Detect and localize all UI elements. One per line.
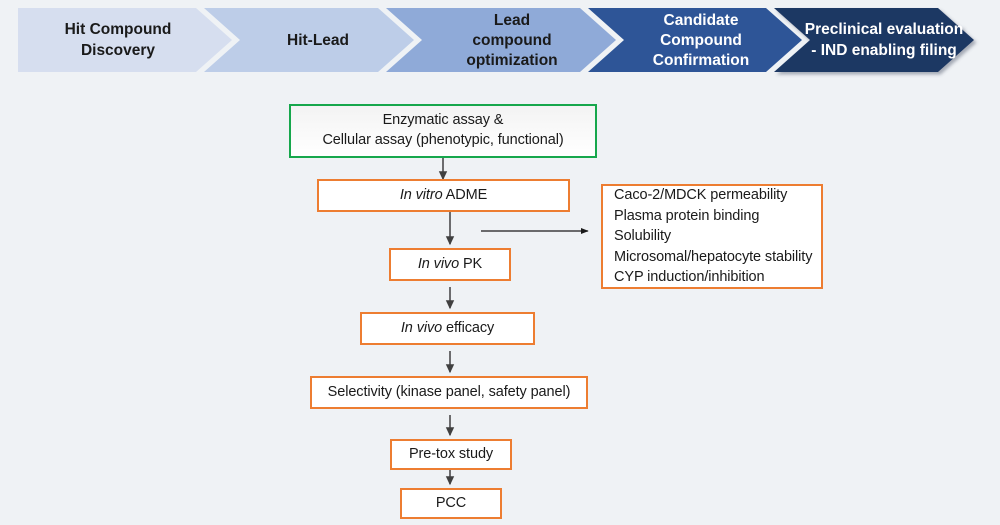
stage-label-line: Lead xyxy=(494,12,530,29)
node-in-vivo-pk-italic: In vivo xyxy=(417,255,460,272)
node-in-vitro-adme-rest: ADME xyxy=(442,186,488,203)
adme-assay-item: Solubility xyxy=(614,228,672,245)
stage-chevron-hit-compound-discovery[interactable]: Hit Compound Discovery xyxy=(18,8,232,72)
node-in-vivo-pk-rest: PK xyxy=(459,255,483,272)
node-in-vivo-efficacy-italic: In vivo xyxy=(400,319,443,336)
stage-chevron-preclinical-evaluation[interactable]: Preclinical evaluation - IND enabling fi… xyxy=(774,8,974,72)
node-pcc[interactable]: PCC xyxy=(400,488,502,519)
node-selectivity[interactable]: Selectivity (kinase panel, safety panel) xyxy=(310,376,588,409)
node-in-vitro-adme-italic: In vitro xyxy=(399,186,443,203)
node-assay-line1: Enzymatic assay & xyxy=(382,112,504,129)
stage-chevron-lead-compound-optimization[interactable]: Lead compound optimization xyxy=(386,8,616,72)
adme-assay-item: Microsomal/hepatocyte stability xyxy=(614,248,813,265)
node-in-vivo-pk[interactable]: In vivo PK xyxy=(389,248,511,281)
node-pre-tox-study[interactable]: Pre-tox study xyxy=(390,439,512,470)
node-pre-tox-study-label: Pre-tox study xyxy=(408,445,494,462)
workflow-flowchart: Enzymatic assay & Cellular assay (phenot… xyxy=(0,86,1000,525)
stage-label-line: Compound xyxy=(660,32,742,49)
node-in-vivo-efficacy[interactable]: In vivo efficacy xyxy=(360,312,535,345)
stage-label-line: - IND enabling filing xyxy=(811,42,957,59)
node-assay-line2: Cellular assay (phenotypic, functional) xyxy=(322,132,564,148)
node-assay[interactable]: Enzymatic assay & Cellular assay (phenot… xyxy=(289,104,597,158)
stage-label-line: compound xyxy=(472,32,551,49)
node-pcc-label: PCC xyxy=(435,494,467,511)
node-in-vitro-adme[interactable]: In vitro ADME xyxy=(317,179,570,212)
stage-banner: Hit Compound Discovery Hit-Lead Lead com… xyxy=(0,0,1000,86)
stage-label-line: optimization xyxy=(466,52,557,69)
stage-label-line: Candidate xyxy=(664,12,739,29)
adme-assay-item: Caco-2/MDCK permeability xyxy=(614,187,788,204)
adme-assay-item: CYP induction/inhibition xyxy=(614,269,765,286)
node-in-vivo-efficacy-rest: efficacy xyxy=(442,319,495,336)
stage-chevron-candidate-compound-confirmation[interactable]: Candidate Compound Confirmation xyxy=(588,8,802,72)
stage-label-line: Preclinical evaluation xyxy=(805,21,964,38)
stage-label-line: Hit-Lead xyxy=(287,32,349,49)
stage-label-line: Hit Compound xyxy=(65,21,172,38)
stage-label-line: Confirmation xyxy=(653,52,749,69)
adme-assay-item: Plasma protein binding xyxy=(614,207,760,224)
stage-label-line: Discovery xyxy=(81,42,155,59)
node-selectivity-label: Selectivity (kinase panel, safety panel) xyxy=(327,383,571,400)
stage-chevron-hit-lead[interactable]: Hit-Lead xyxy=(204,8,414,72)
node-adme-assay-list[interactable]: Caco-2/MDCK permeability Plasma protein … xyxy=(601,184,823,289)
